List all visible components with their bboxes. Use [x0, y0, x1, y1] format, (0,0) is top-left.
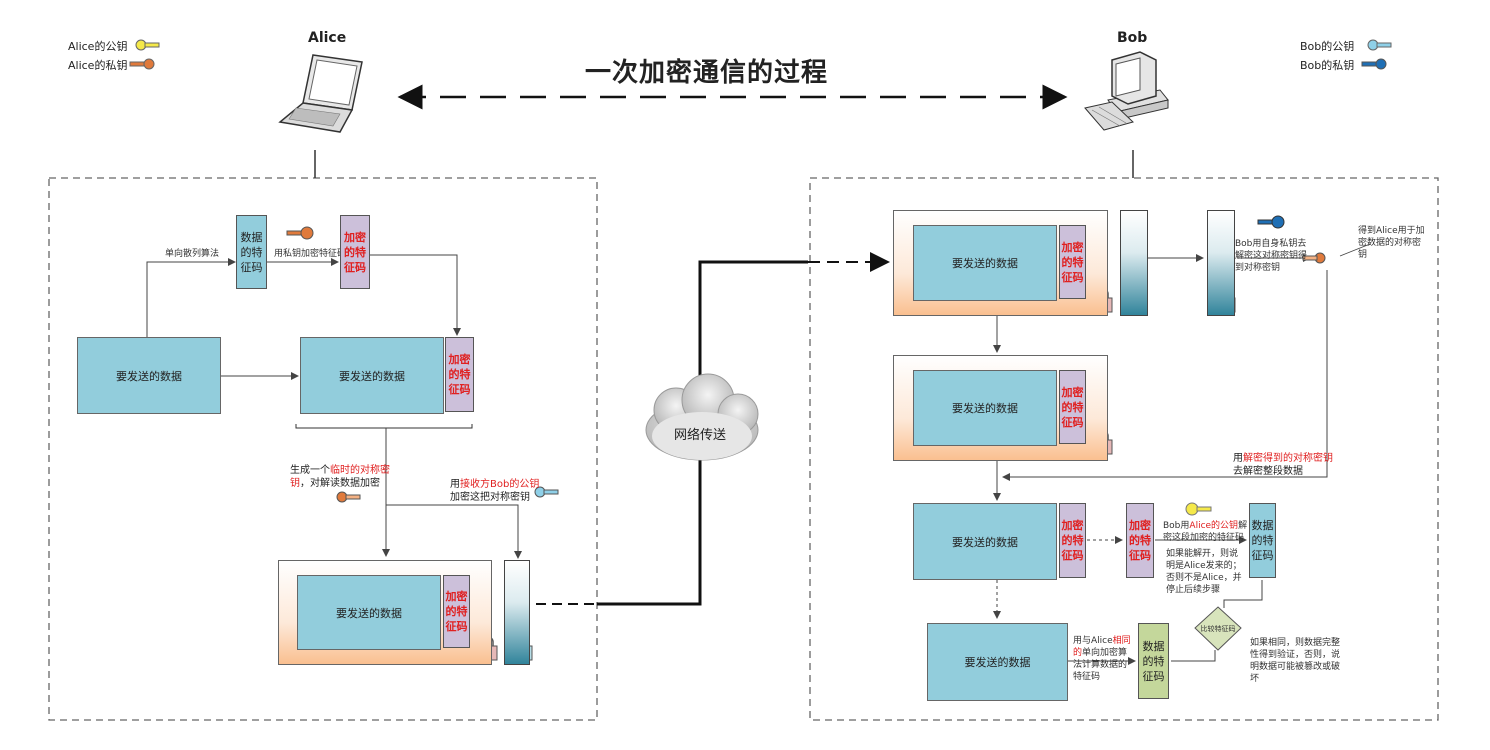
bob-frame: [809, 177, 1439, 721]
legend-text: Alice的私钥: [68, 59, 128, 72]
laptop-icon: [278, 54, 363, 133]
verify-signature-note: Bob用Alice的公钥解密这段加密的特征码: [1163, 521, 1248, 543]
data-box-with-signature: 要发送的数据: [300, 337, 444, 414]
data-feature-code: 数据的特征码: [236, 215, 267, 289]
encrypted-data-box-left: 要发送的数据: [297, 575, 441, 650]
encrypted-key-bar-left: [504, 560, 530, 665]
signature-result-note: 如果能解开，则说明是Alice发来的；否则不是Alice，并停止后续步骤: [1166, 549, 1242, 595]
encrypted-feature-code: 加密的特征码: [340, 215, 370, 289]
alice-frame: [48, 177, 598, 721]
attached-encrypted-feature: 加密的特征码: [445, 337, 474, 412]
recomputed-feature-code: 数据的特征码: [1138, 623, 1169, 699]
alice-public-key-legend: Alice的公钥: [68, 38, 127, 54]
compare-result-note: 如果相同，则数据完整性得到验证，否则，说明数据可能被篡改或破坏: [1250, 638, 1341, 684]
bob-public-key-legend: Bob的公钥: [1300, 38, 1354, 54]
bob-label: Bob: [1117, 30, 1148, 46]
decrypting-data-box: 要发送的数据: [913, 370, 1057, 446]
hash-algorithm-note: 单向散列算法: [165, 249, 220, 259]
bob-public-key-icon: [534, 486, 559, 498]
recomputed-data-box: 要发送的数据: [927, 623, 1068, 701]
cloud-icon: [645, 373, 759, 461]
alice-public-key-icon: [1185, 502, 1212, 516]
alice-public-key-legend-icon: [135, 39, 160, 51]
received-encrypted-feature: 加密的特征码: [1059, 225, 1086, 299]
alice-symmetric-key-note: 得到Alice用于加密数据的对称密钥: [1358, 226, 1425, 260]
legend-text: Bob的公钥: [1300, 40, 1355, 53]
diagram-title: 一次加密通信的过程: [585, 58, 829, 88]
symmetric-key-icon: [336, 491, 361, 503]
bob-public-key-legend-icon: [1367, 39, 1392, 51]
decrypted-encrypted-feature: 加密的特征码: [1059, 503, 1086, 578]
legend-text: Alice的公钥: [68, 40, 128, 53]
original-data-box: 要发送的数据: [77, 337, 221, 414]
extracted-encrypted-feature: 加密的特征码: [1126, 503, 1154, 578]
alice-private-key-legend: Alice的私钥: [68, 57, 127, 73]
alice-private-key-icon: [286, 226, 314, 240]
bob-private-key-legend: Bob的私钥: [1300, 57, 1354, 73]
alice-private-key-legend-icon: [129, 58, 155, 70]
decrypt-data-note: 用解密得到的对称密钥去解密整段数据: [1233, 453, 1333, 477]
decrypted-key-bar: [1207, 210, 1235, 316]
symmetric-key-note: 生成一个临时的对称密钥，对解读数据加密: [290, 465, 390, 489]
decrypt-key-note: Bob用自身私钥去解密这对称密钥得到对称密钥: [1235, 239, 1308, 273]
compare-diamond-label: 比较特征码: [1200, 625, 1236, 633]
decision-diamond: [1194, 606, 1242, 651]
recovered-symmetric-key-icon: [1302, 252, 1326, 264]
received-data-box: 要发送的数据: [913, 225, 1057, 301]
bob-private-key-icon: [1257, 215, 1285, 229]
encrypted-feature-left: 加密的特征码: [443, 575, 470, 648]
verified-data-feature: 数据的特征码: [1249, 503, 1276, 578]
network-label: 网络传送: [674, 428, 727, 443]
decrypted-data-box: 要发送的数据: [913, 503, 1057, 580]
alice-label: Alice: [308, 30, 347, 46]
public-key-encrypt-note: 用接收方Bob的公钥加密这把对称密钥: [450, 479, 540, 503]
desktop-computer-icon: [1084, 51, 1169, 131]
recompute-hash-note: 用与Alice相同的单向加密算法计算数据的特征码: [1073, 636, 1131, 682]
legend-text: Bob的私钥: [1300, 59, 1355, 72]
sign-feature-note: 用私钥加密特征码: [274, 249, 347, 259]
bob-private-key-legend-icon: [1361, 58, 1387, 70]
decrypting-encrypted-feature: 加密的特征码: [1059, 370, 1086, 444]
received-key-bar: [1120, 210, 1148, 316]
